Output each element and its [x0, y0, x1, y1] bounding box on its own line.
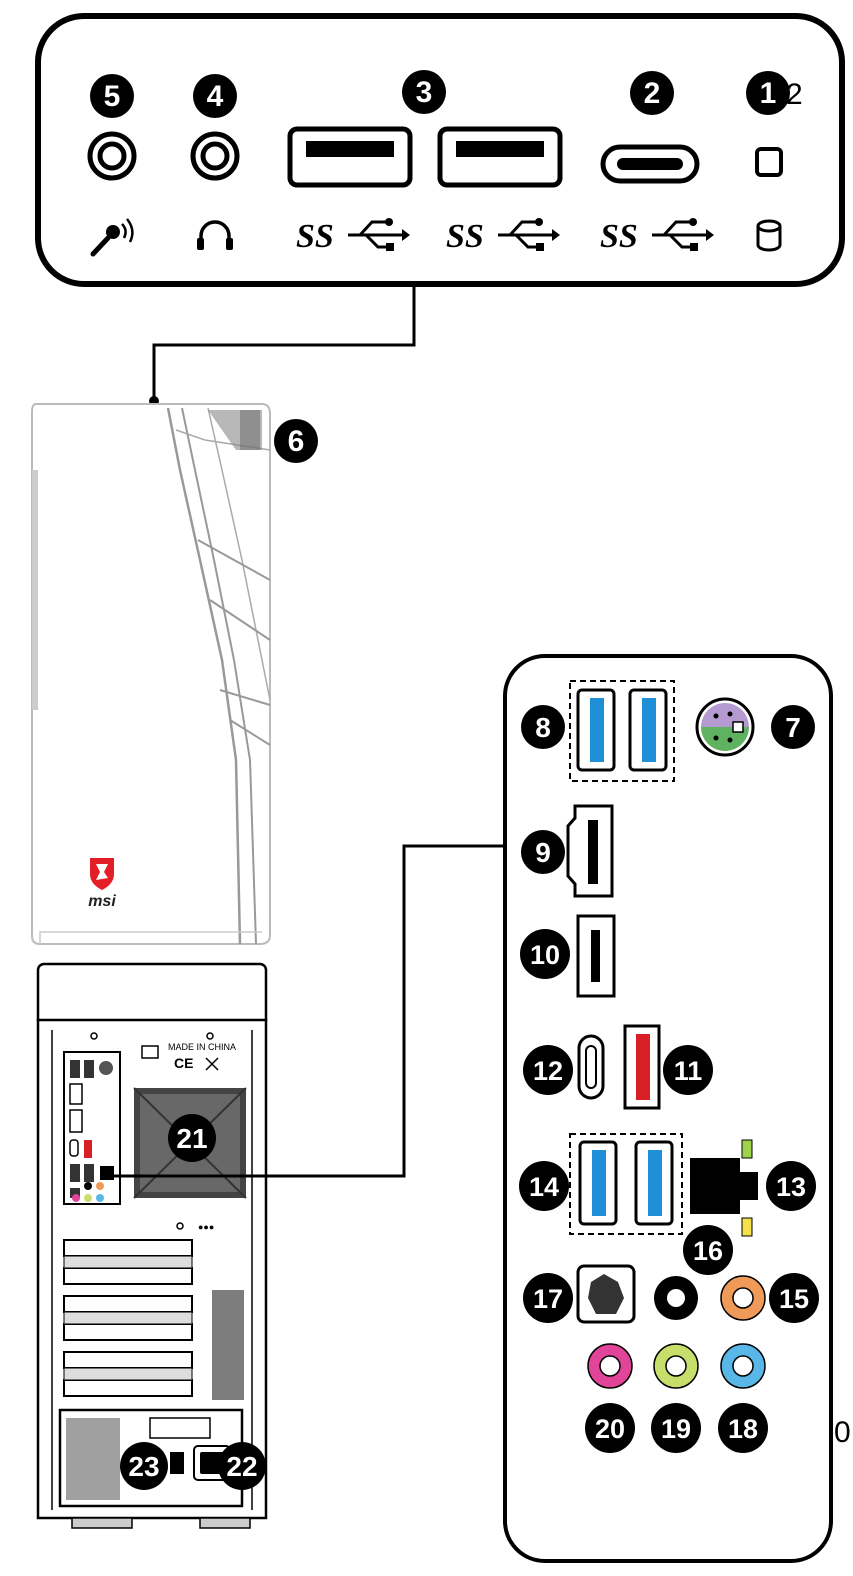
io-callout-14: 14	[519, 1161, 569, 1211]
io-audio-jack-lime	[653, 1343, 699, 1389]
io-callout-11: 11	[663, 1045, 713, 1095]
tower-callout-23-number: 23	[128, 1451, 159, 1482]
front-mic-jack	[87, 131, 137, 181]
front-callout-1: 1	[746, 71, 790, 115]
tower-callout-21-number: 21	[176, 1123, 207, 1154]
tower-callout-6-number: 6	[288, 425, 305, 458]
io-callout-9: 9	[521, 830, 565, 874]
io-lan-port	[690, 1139, 758, 1237]
tower-front-view: msi	[31, 403, 271, 945]
io-callout-17: 17	[523, 1273, 573, 1323]
io-callout-13-number: 13	[776, 1172, 806, 1202]
front-usb-a-port-left	[287, 126, 413, 188]
io-audio-jack-orange	[720, 1275, 766, 1321]
io-usb-a-port-8b	[628, 688, 668, 772]
rear-io-panel: 8 7 9 10 12 11 14 13	[503, 654, 851, 1563]
io-audio-jack-pink	[587, 1343, 633, 1389]
io-callout-10-number: 10	[530, 940, 560, 970]
front-usb-a-port-right	[437, 126, 563, 188]
front-callout-2: 2	[630, 71, 674, 115]
io-callout-18-number: 18	[728, 1414, 758, 1444]
io-callout-19-number: 19	[661, 1414, 691, 1444]
ss-label-2: SS	[446, 218, 484, 255]
front-panel-connector-line	[152, 284, 416, 400]
io-optical-port	[576, 1264, 636, 1324]
front-callout-1-number: 1	[760, 77, 777, 110]
front-callout-2-number: 2	[644, 77, 661, 110]
usb-superspeed-icon-3: SS	[600, 218, 714, 255]
msi-brand-text: msi	[88, 893, 116, 910]
io-callout-12-number: 12	[533, 1056, 563, 1086]
front-panel: 5 4 3 2 1 2	[35, 13, 845, 287]
io-callout-16: 16	[683, 1225, 733, 1275]
io-usb-a-port-8a	[576, 688, 616, 772]
io-callout-8-number: 8	[535, 712, 551, 743]
tower-callout-23: 23	[120, 1442, 168, 1490]
usb-superspeed-icon-2: SS	[446, 218, 560, 255]
io-panel-cut-text: 0	[834, 1416, 851, 1449]
ss-label-3: SS	[600, 218, 638, 255]
io-callout-20-number: 20	[595, 1414, 625, 1444]
usb-superspeed-icon-1: SS	[296, 218, 410, 255]
io-callout-13: 13	[766, 1161, 816, 1211]
front-reset-button	[755, 147, 783, 177]
io-callout-9-number: 9	[535, 837, 551, 868]
rear-made-in-text: MADE IN CHINA	[168, 1042, 236, 1052]
io-usb-a-red-port	[623, 1024, 661, 1110]
io-ps2-port	[695, 697, 755, 757]
io-usb-group-14-outline	[569, 1133, 683, 1235]
svg-text:●●●: ●●●	[198, 1222, 214, 1232]
tower-callout-22: 22	[218, 1442, 266, 1490]
io-usb-group-8-outline	[569, 680, 675, 782]
io-callout-15-number: 15	[779, 1284, 809, 1314]
io-callout-7: 7	[771, 705, 815, 749]
io-callout-10: 10	[520, 929, 570, 979]
io-callout-14-number: 14	[529, 1172, 559, 1202]
headphones-icon	[197, 220, 233, 250]
front-callout-3-number: 3	[416, 76, 433, 109]
io-callout-19: 19	[651, 1403, 701, 1453]
io-callout-17-number: 17	[533, 1284, 563, 1314]
front-callout-4: 4	[193, 74, 237, 118]
io-hdmi-port	[566, 804, 614, 898]
io-usb-c-port	[577, 1034, 605, 1100]
hdd-led-icon	[756, 219, 782, 252]
rear-expansion-slots	[63, 1239, 193, 1397]
front-callout-5: 5	[90, 74, 134, 118]
microphone-icon	[90, 218, 134, 257]
io-callout-18: 18	[718, 1403, 768, 1453]
tower-callout-22-number: 22	[226, 1451, 257, 1482]
rear-io-connector-line	[104, 844, 505, 1178]
io-audio-jack-blue	[720, 1343, 766, 1389]
io-callout-16-number: 16	[693, 1236, 723, 1266]
front-panel-cut-text: 2	[786, 78, 803, 111]
front-usb-c-port	[600, 144, 700, 184]
io-callout-20: 20	[585, 1403, 635, 1453]
ss-label-1: SS	[296, 218, 334, 255]
io-callout-8: 8	[521, 705, 565, 749]
front-headphone-jack	[190, 131, 240, 181]
io-callout-11-number: 11	[674, 1056, 703, 1086]
front-callout-5-number: 5	[104, 80, 121, 113]
io-usb-a-port-14b	[634, 1140, 674, 1226]
front-callout-4-number: 4	[207, 80, 224, 113]
io-audio-jack-black	[654, 1276, 698, 1320]
front-callout-3: 3	[402, 70, 446, 114]
tower-callout-6: 6	[274, 419, 318, 463]
msi-logo: msi	[88, 858, 116, 910]
io-displayport-port	[576, 914, 616, 998]
io-callout-12: 12	[523, 1045, 573, 1095]
io-callout-7-number: 7	[785, 712, 801, 743]
rear-side-vent	[212, 1290, 244, 1400]
tower-callout-21: 21	[168, 1114, 216, 1162]
io-usb-a-port-14a	[578, 1140, 618, 1226]
io-callout-15: 15	[769, 1273, 819, 1323]
rear-cert-marks: CE	[174, 1055, 193, 1071]
